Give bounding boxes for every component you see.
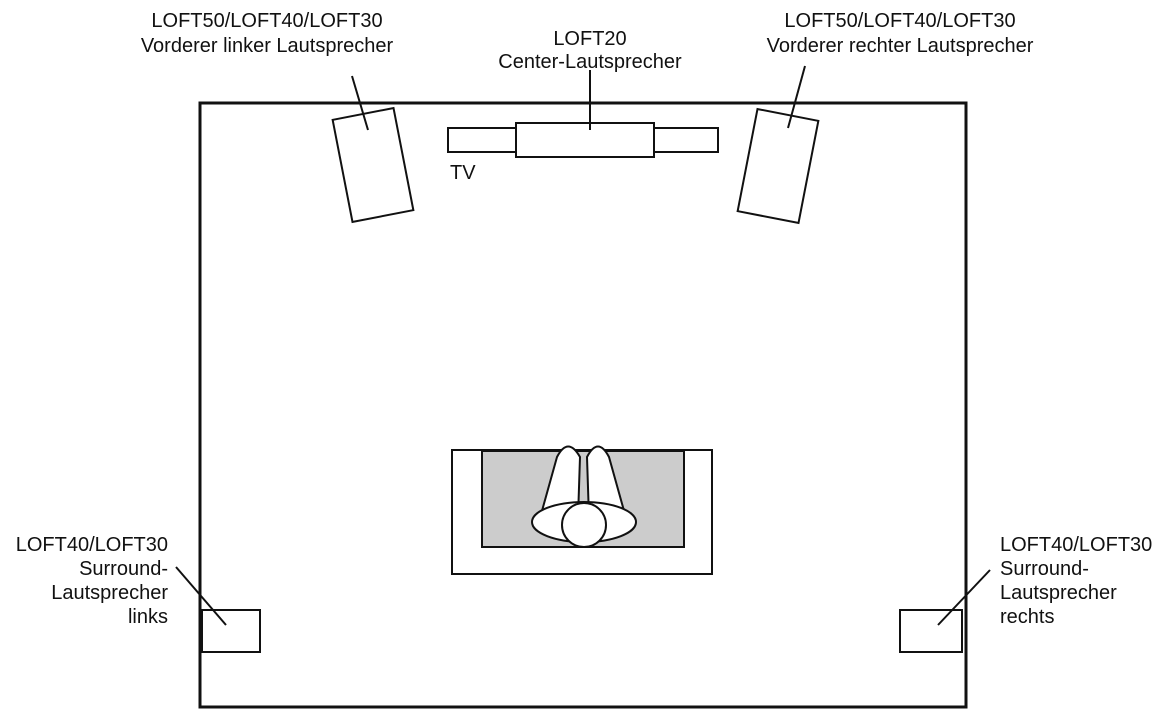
label-surround-right-line4: rechts: [1000, 606, 1054, 628]
surround-left-leader-line: [175, 566, 227, 626]
listener-person: [531, 445, 637, 548]
label-front-right: LOFT50/LOFT40/LOFT30 Vorderer rechter La…: [767, 10, 1034, 57]
listener-head: [561, 502, 607, 548]
label-surround-left-line3: Lautsprecher: [51, 582, 168, 604]
label-center-line2: Center-Lautsprecher: [498, 51, 682, 73]
surround-right-speaker: [899, 609, 963, 653]
front-left-leader-line: [351, 75, 369, 131]
surround-right-leader-line: [937, 569, 991, 626]
label-surround-left-line2: Surround-: [79, 558, 168, 580]
label-surround-left-line4: links: [128, 606, 168, 628]
label-surround-left: LOFT40/LOFT30 Surround- Lautsprecher lin…: [16, 534, 169, 628]
tv: [447, 127, 719, 153]
label-surround-right-line1: LOFT40/LOFT30: [1000, 534, 1152, 556]
label-front-right-line2: Vorderer rechter Lautsprecher: [767, 35, 1034, 57]
label-surround-right-line2: Surround-: [1000, 558, 1089, 580]
label-tv: TV: [450, 162, 476, 184]
label-surround-right-line3: Lautsprecher: [1000, 582, 1117, 604]
center-speaker: [515, 122, 655, 158]
front-right-speaker: [736, 107, 820, 225]
front-right-leader-line: [787, 65, 806, 129]
room-outline: [198, 101, 968, 709]
tv-left-part: [447, 127, 517, 153]
label-center: LOFT20 Center-Lautsprecher: [498, 28, 682, 73]
label-center-line1: LOFT20: [553, 28, 626, 50]
surround-left-speaker: [201, 609, 261, 653]
label-surround-right: LOFT40/LOFT30 Surround- Lautsprecher rec…: [1000, 534, 1152, 628]
label-front-left-line1: LOFT50/LOFT40/LOFT30: [151, 10, 382, 32]
label-surround-left-line1: LOFT40/LOFT30: [16, 534, 168, 556]
label-front-left-line2: Vorderer linker Lautsprecher: [141, 35, 394, 57]
tv-right-part: [653, 127, 719, 153]
label-front-right-line1: LOFT50/LOFT40/LOFT30: [784, 10, 1015, 32]
label-front-left: LOFT50/LOFT40/LOFT30 Vorderer linker Lau…: [141, 10, 394, 57]
